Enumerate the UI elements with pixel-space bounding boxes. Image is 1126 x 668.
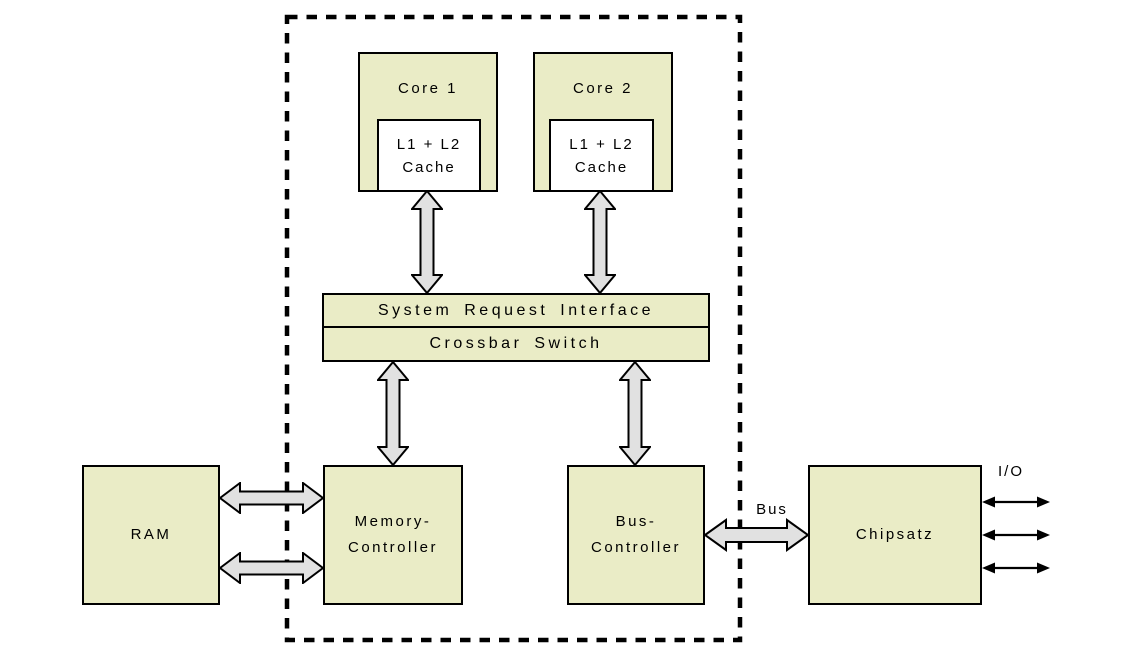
memory-controller-line1: Memory- <box>354 513 432 530</box>
crossbar-switch-bar: Crossbar Switch <box>322 325 710 362</box>
double-arrow-cache1-sri <box>411 190 443 294</box>
memory-controller-box: Memory- Controller <box>323 465 463 605</box>
io-arrow-2 <box>982 529 1050 541</box>
ram-label: RAM <box>130 526 172 543</box>
io-label: I/O <box>997 463 1024 480</box>
bus-controller-box: Bus- Controller <box>567 465 705 605</box>
crossbar-switch-label: Crossbar Switch <box>429 334 603 352</box>
core1-cache-box: L1 + L2 Cache <box>377 119 481 192</box>
io-arrow-1 <box>982 496 1050 508</box>
ram-box: RAM <box>82 465 220 605</box>
core2-cache-line1: L1 + L2 <box>569 135 634 153</box>
chipset-box: Chipsatz <box>808 465 982 605</box>
system-request-interface-label: System Request Interface <box>377 301 655 319</box>
double-arrow-crossbar-memory-controller <box>377 361 409 466</box>
chipset-label: Chipsatz <box>855 526 935 543</box>
core1-cache-line1: L1 + L2 <box>396 135 462 153</box>
bus-controller-line2: Controller <box>590 539 682 556</box>
core2-label: Core 2 <box>572 80 634 97</box>
system-request-interface-bar: System Request Interface <box>322 293 710 328</box>
bus-controller-line1: Bus- <box>615 513 657 530</box>
core1-label: Core 1 <box>397 80 459 97</box>
double-arrow-ram-memory-controller-top <box>219 482 324 514</box>
core1-cache-line2: Cache <box>402 158 456 176</box>
double-arrow-ram-memory-controller-bottom <box>219 552 324 584</box>
io-arrow-3 <box>982 562 1050 574</box>
double-arrow-bus-controller-chipset <box>704 518 809 552</box>
bus-label: Bus <box>756 501 788 518</box>
double-arrow-cache2-sri <box>584 190 616 294</box>
double-arrow-crossbar-bus-controller <box>619 361 651 466</box>
core2-cache-line2: Cache <box>574 158 629 176</box>
memory-controller-line2: Controller <box>347 539 439 556</box>
core2-cache-box: L1 + L2 Cache <box>549 119 654 192</box>
